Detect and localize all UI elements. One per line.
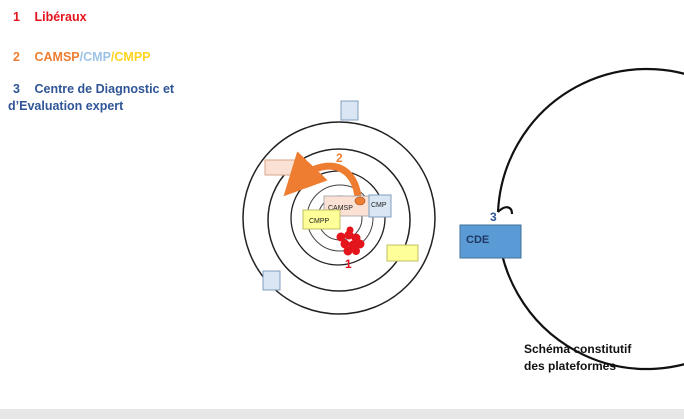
camsp-box-label: CAMSP bbox=[328, 205, 353, 212]
liberaux-dot bbox=[336, 232, 346, 242]
legend-label-cmpp: CMPP bbox=[114, 50, 151, 64]
diagram-caption: Schéma constitutif des plateformes bbox=[524, 341, 631, 375]
orange-arrow bbox=[283, 151, 362, 197]
bottom-scroll-strip bbox=[0, 409, 684, 419]
cmpp-box-label: CMPP bbox=[309, 218, 330, 225]
caption-line-1: Schéma constitutif bbox=[524, 342, 632, 356]
legend-number-1: 1 bbox=[13, 10, 20, 24]
legend-number-3: 3 bbox=[13, 82, 20, 96]
marker-1: 1 bbox=[345, 257, 352, 271]
camsp-node-top-left bbox=[264, 159, 304, 176]
spiral-connector bbox=[497, 206, 514, 215]
middle-ring-2 bbox=[242, 121, 436, 315]
liberaux-dot bbox=[346, 226, 354, 234]
liberaux-dot bbox=[355, 239, 365, 249]
legend-label-cde-line1: Centre de Diagnostic et bbox=[34, 82, 175, 96]
marker-3: 3 bbox=[490, 210, 497, 224]
cmpp-box bbox=[302, 209, 341, 230]
legend-label-camsp: CAMSP bbox=[34, 50, 80, 64]
legend-label-cmp: CMP bbox=[83, 50, 111, 64]
legend-item-camsp-cmp-cmpp: 2 CAMSP/CMP/CMPP bbox=[13, 49, 151, 66]
cmp-box bbox=[368, 194, 392, 218]
legend-number-2: 2 bbox=[13, 50, 20, 64]
liberaux-dot bbox=[343, 246, 353, 256]
cde-box-label: CDE bbox=[466, 234, 489, 246]
cmpp-node-right bbox=[386, 244, 419, 262]
marker-2: 2 bbox=[336, 151, 343, 165]
legend-item-cde: 3 Centre de Diagnostic et bbox=[13, 81, 174, 98]
liberaux-dot bbox=[340, 239, 350, 249]
middle-ring-1 bbox=[267, 148, 411, 292]
legend-item-cde-continued: d’Evaluation expert bbox=[8, 98, 123, 115]
legend-label-liberaux: Libéraux bbox=[34, 10, 87, 24]
cmp-node-top bbox=[340, 100, 359, 121]
legend-label-cde-line2: d’Evaluation expert bbox=[8, 99, 124, 113]
cmp-box-label: CMP bbox=[371, 202, 387, 209]
outer-spiral-ring bbox=[496, 67, 684, 371]
legend-separator-1: / bbox=[79, 50, 84, 64]
cmp-node-bottom-left bbox=[262, 270, 281, 291]
liberaux-cluster bbox=[336, 226, 365, 256]
caption-line-2: des plateformes bbox=[524, 359, 617, 373]
camsp-orange-dot bbox=[354, 196, 366, 206]
cde-box bbox=[459, 224, 522, 259]
liberaux-dot bbox=[352, 247, 360, 255]
legend-item-liberaux: 1 Libéraux bbox=[13, 9, 87, 26]
legend-separator-2: / bbox=[110, 50, 115, 64]
